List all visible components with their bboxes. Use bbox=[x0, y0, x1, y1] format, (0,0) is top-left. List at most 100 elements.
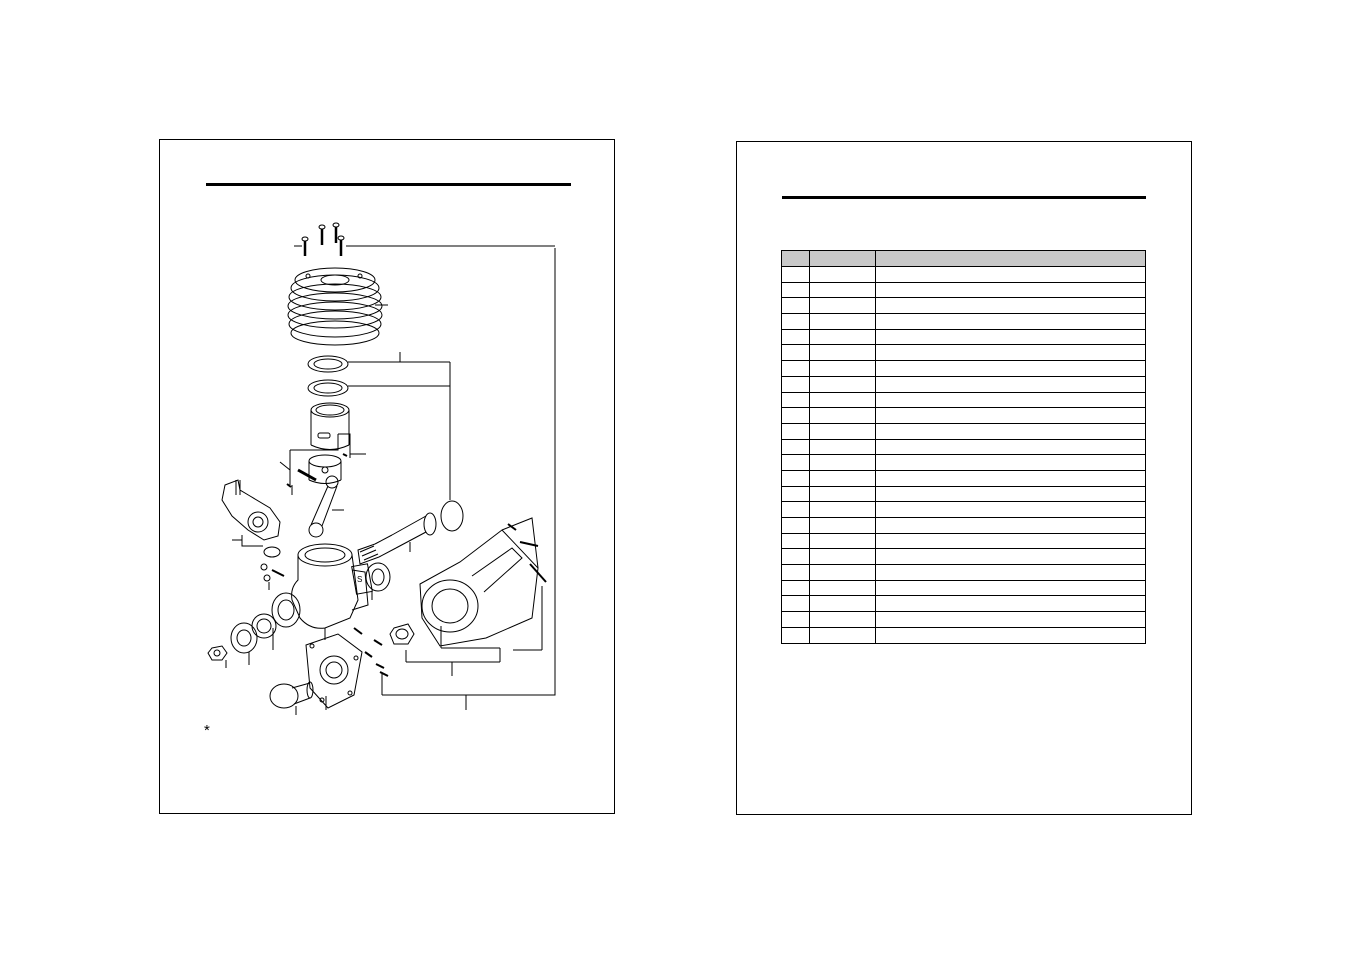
table-row bbox=[781, 517, 1146, 534]
cell-description bbox=[875, 469, 1146, 487]
cell-description bbox=[875, 422, 1146, 440]
cell-code bbox=[809, 517, 876, 534]
cylinder-liner bbox=[310, 402, 350, 450]
engine-mount-housing bbox=[419, 517, 539, 649]
footnote-asterisk: * bbox=[204, 722, 210, 739]
back-cover bbox=[305, 633, 363, 710]
head-screw bbox=[332, 222, 340, 243]
drive-shaft-piece bbox=[269, 681, 314, 715]
cell-code bbox=[809, 297, 876, 315]
cell-description bbox=[875, 281, 1146, 299]
cell-code bbox=[809, 407, 876, 424]
cell-no bbox=[781, 532, 810, 550]
table-row bbox=[781, 564, 1146, 581]
cell-code bbox=[809, 391, 876, 409]
cell-description bbox=[875, 454, 1146, 471]
table-header-row bbox=[781, 250, 1146, 267]
cell-code bbox=[809, 611, 876, 628]
cell-code bbox=[809, 626, 876, 644]
cell-description bbox=[875, 564, 1146, 581]
cell-no bbox=[781, 595, 810, 613]
cell-description bbox=[875, 517, 1146, 534]
table-row bbox=[781, 422, 1146, 440]
cell-no bbox=[781, 548, 810, 566]
callout-leader bbox=[279, 461, 291, 471]
cell-no bbox=[781, 360, 810, 377]
right-page bbox=[736, 141, 1192, 815]
cell-code bbox=[809, 375, 876, 393]
crankcase: S bbox=[271, 543, 373, 640]
cell-description bbox=[875, 344, 1146, 362]
cell-code bbox=[809, 454, 876, 471]
table-row bbox=[781, 501, 1146, 518]
cell-description bbox=[875, 626, 1146, 644]
cell-description bbox=[875, 328, 1146, 346]
cell-description bbox=[875, 313, 1146, 330]
cell-no bbox=[781, 501, 810, 518]
head-screw bbox=[318, 224, 326, 245]
cell-no bbox=[781, 626, 810, 644]
cell-no bbox=[781, 328, 810, 346]
cell-no bbox=[781, 438, 810, 456]
collet-nut bbox=[389, 623, 501, 676]
header-no bbox=[781, 250, 810, 267]
cell-no bbox=[781, 422, 810, 440]
table-row bbox=[781, 532, 1146, 550]
left-page: S bbox=[159, 139, 615, 814]
table-row bbox=[781, 548, 1146, 566]
table-row bbox=[781, 438, 1146, 456]
front-bearing bbox=[230, 613, 277, 665]
table-row bbox=[781, 266, 1146, 283]
cell-no bbox=[781, 313, 810, 330]
cell-description bbox=[875, 438, 1146, 456]
crankcase-logo: S bbox=[357, 575, 362, 584]
cell-description bbox=[875, 501, 1146, 518]
cell-code bbox=[809, 485, 876, 503]
cell-code bbox=[809, 344, 876, 362]
cell-code bbox=[809, 469, 876, 487]
cell-no bbox=[781, 297, 810, 315]
header-description bbox=[875, 250, 1146, 267]
cell-description bbox=[875, 532, 1146, 550]
table-row bbox=[781, 454, 1146, 471]
cell-code bbox=[809, 501, 876, 518]
cell-no bbox=[781, 407, 810, 424]
cell-no bbox=[781, 611, 810, 628]
table-row bbox=[781, 391, 1146, 409]
table-row bbox=[781, 579, 1146, 597]
head-screws bbox=[294, 222, 345, 256]
cell-code bbox=[809, 360, 876, 377]
cell-description bbox=[875, 611, 1146, 628]
table-row bbox=[781, 626, 1146, 644]
cell-description bbox=[875, 485, 1146, 503]
cell-no bbox=[781, 281, 810, 299]
cell-description bbox=[875, 548, 1146, 566]
cell-code bbox=[809, 564, 876, 581]
cell-code bbox=[809, 266, 876, 283]
cell-code bbox=[809, 328, 876, 346]
mount-screws bbox=[507, 523, 547, 651]
cell-code bbox=[809, 579, 876, 597]
rear-bearing bbox=[365, 562, 391, 600]
cell-description bbox=[875, 360, 1146, 377]
cell-no bbox=[781, 517, 810, 534]
table-row bbox=[781, 611, 1146, 628]
cell-no bbox=[781, 579, 810, 597]
table-row bbox=[781, 595, 1146, 613]
cell-description bbox=[875, 375, 1146, 393]
head-gaskets bbox=[307, 352, 451, 500]
right-title-rule bbox=[782, 196, 1146, 199]
cell-no bbox=[781, 454, 810, 471]
table-row bbox=[781, 469, 1146, 487]
cell-code bbox=[809, 281, 876, 299]
table-row bbox=[781, 375, 1146, 393]
o-ring bbox=[440, 500, 464, 532]
table-row bbox=[781, 313, 1146, 330]
head-screw bbox=[337, 235, 345, 256]
cell-code bbox=[809, 313, 876, 330]
cover-screws bbox=[346, 245, 556, 710]
table-row bbox=[781, 281, 1146, 299]
cell-description bbox=[875, 391, 1146, 409]
connecting-rod bbox=[308, 475, 344, 538]
callout-leader bbox=[241, 535, 263, 547]
